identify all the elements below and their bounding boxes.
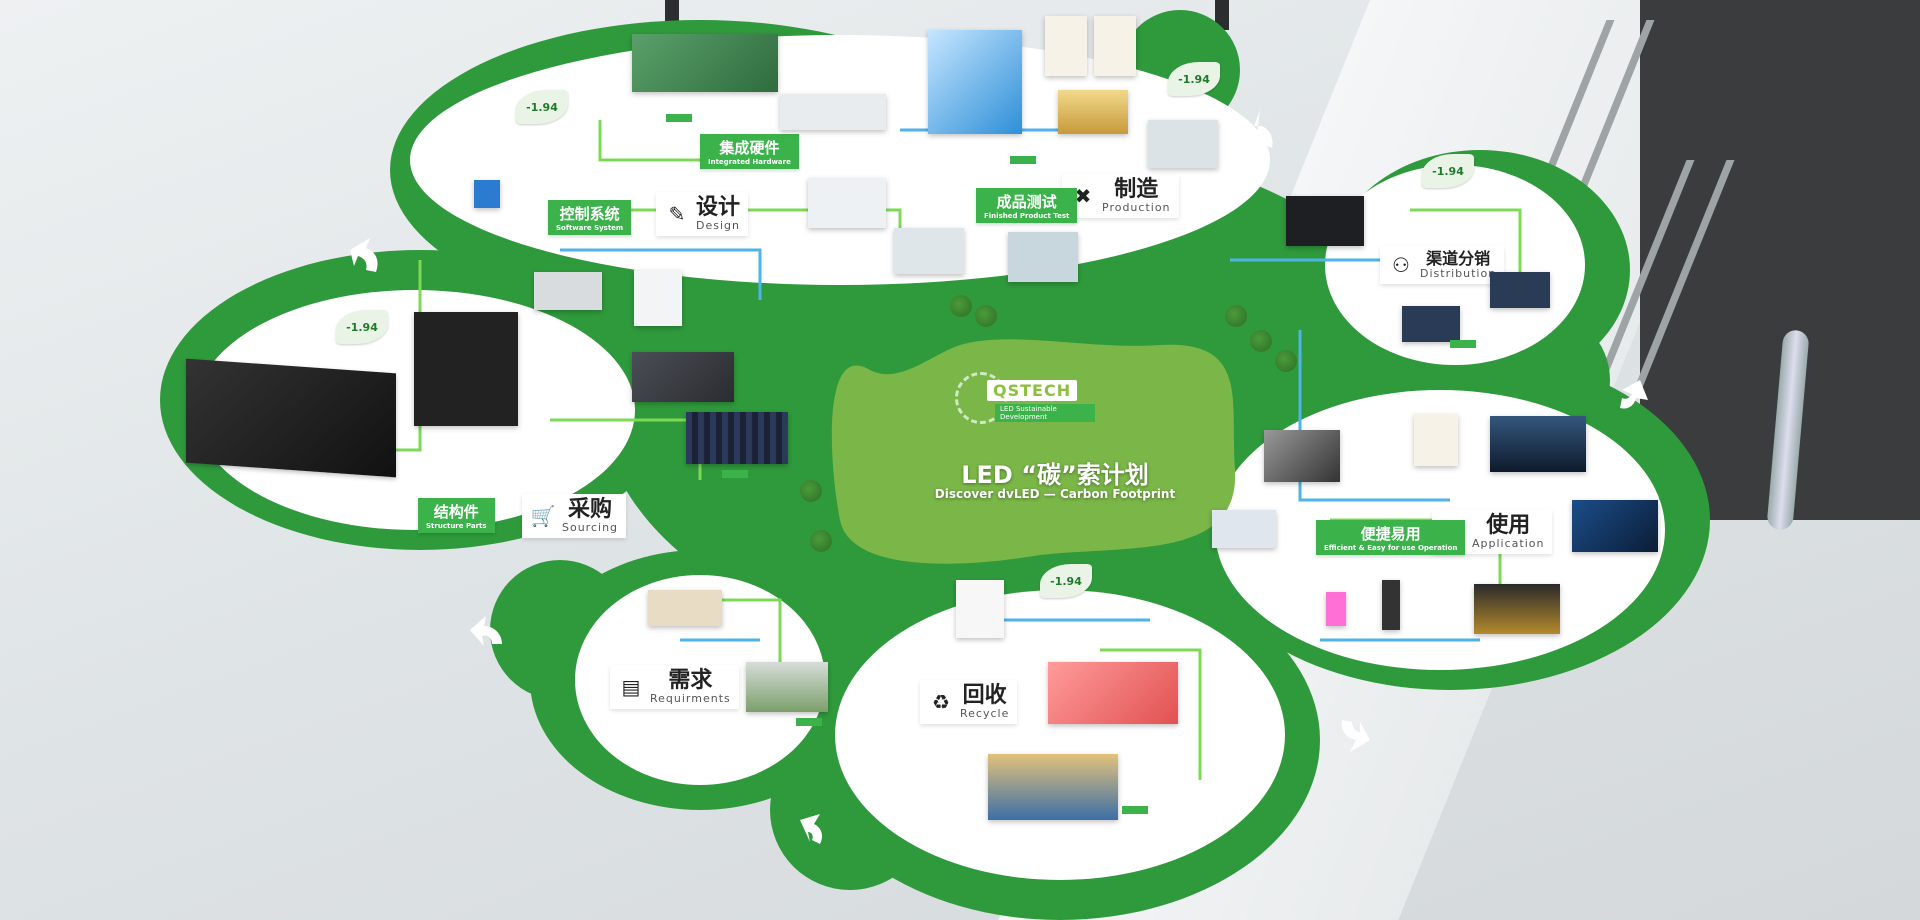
recycle-display-image[interactable] <box>988 754 1118 820</box>
control-box-image[interactable] <box>634 270 682 326</box>
recycle-icon: ♻ <box>932 690 950 715</box>
stadium-image[interactable] <box>746 662 828 712</box>
tree <box>1275 350 1297 372</box>
led-cabinet-image[interactable] <box>186 358 396 478</box>
info-tag <box>1450 340 1476 348</box>
label-integrated-hardware[interactable]: 集成硬件 Integrated Hardware <box>700 134 799 169</box>
info-tag <box>1122 806 1148 814</box>
led-screen-image[interactable] <box>928 30 1022 134</box>
logo-subtitle: LED Sustainable Development <box>995 404 1095 422</box>
document-icon: ▤ <box>621 675 641 700</box>
info-tag <box>1010 156 1036 164</box>
led-module-back-image[interactable] <box>414 312 518 426</box>
factory-image[interactable] <box>780 94 886 130</box>
led-panel-image[interactable] <box>632 352 734 402</box>
controller-image[interactable] <box>534 272 602 310</box>
tools-icon: ✖ <box>1074 184 1092 209</box>
lab-image[interactable] <box>808 178 886 228</box>
server-screen-image[interactable] <box>1572 500 1658 552</box>
cart-icon: 🛒 <box>530 504 556 529</box>
tree <box>810 530 832 552</box>
qstech-logo: QSTECH LED Sustainable Development <box>955 372 1095 424</box>
pencil-icon: ✎ <box>668 202 686 227</box>
info-tag <box>666 114 692 122</box>
label-software-system[interactable]: 控制系统 Software System <box>548 200 632 235</box>
label-structure-parts[interactable]: 结构件 Structure Parts <box>418 498 495 533</box>
grass-patch <box>831 339 1236 564</box>
tree <box>950 295 972 317</box>
tree <box>800 480 822 502</box>
carbon-badge: -1.94 <box>516 90 568 124</box>
display-frame-image[interactable] <box>1058 90 1128 134</box>
tablet-image[interactable] <box>1402 306 1460 342</box>
tree <box>1250 330 1272 352</box>
production-line-image[interactable] <box>1148 120 1218 168</box>
tree <box>1225 305 1247 327</box>
center-subtitle: Discover dvLED — Carbon Footprint <box>934 487 1176 501</box>
stage-screen-image[interactable] <box>1474 584 1560 634</box>
circuit-board-image[interactable] <box>632 34 778 92</box>
certificate-image[interactable] <box>1045 16 1087 76</box>
info-tag <box>722 470 748 478</box>
label-easy-operation[interactable]: 便捷易用 Efficient & Easy for use Operation <box>1316 520 1466 555</box>
info-tag <box>796 718 822 726</box>
tablet-image[interactable] <box>1490 272 1550 308</box>
tree <box>975 305 997 327</box>
path-arrows <box>350 110 1648 844</box>
led-pixel-panel-image[interactable] <box>686 412 788 464</box>
center-title: LED “碳”索计划 <box>961 461 1149 489</box>
remote-image[interactable] <box>1382 580 1400 630</box>
software-ui-image[interactable] <box>1212 510 1276 548</box>
document-image[interactable] <box>956 580 1004 638</box>
phone-image[interactable] <box>1326 592 1346 626</box>
desktop-screen-image[interactable] <box>1490 416 1586 472</box>
network-icon: ⚇ <box>1392 252 1410 277</box>
landscape-screen-image[interactable] <box>1264 430 1340 482</box>
room-model-image[interactable] <box>648 590 722 626</box>
logo-name: QSTECH <box>987 380 1078 401</box>
label-finished-product-test[interactable]: 成品测试 Finished Product Test <box>976 188 1078 223</box>
recycled-panel-image[interactable] <box>1048 662 1178 724</box>
test-room-image[interactable] <box>894 228 964 274</box>
certificate-image[interactable] <box>1094 16 1136 76</box>
distribution-panel-image[interactable] <box>1286 196 1364 246</box>
software-logo-image[interactable] <box>474 180 500 208</box>
test-machine-image[interactable] <box>1008 232 1078 282</box>
support-post <box>1215 0 1229 30</box>
certificate-image[interactable] <box>1414 414 1458 466</box>
